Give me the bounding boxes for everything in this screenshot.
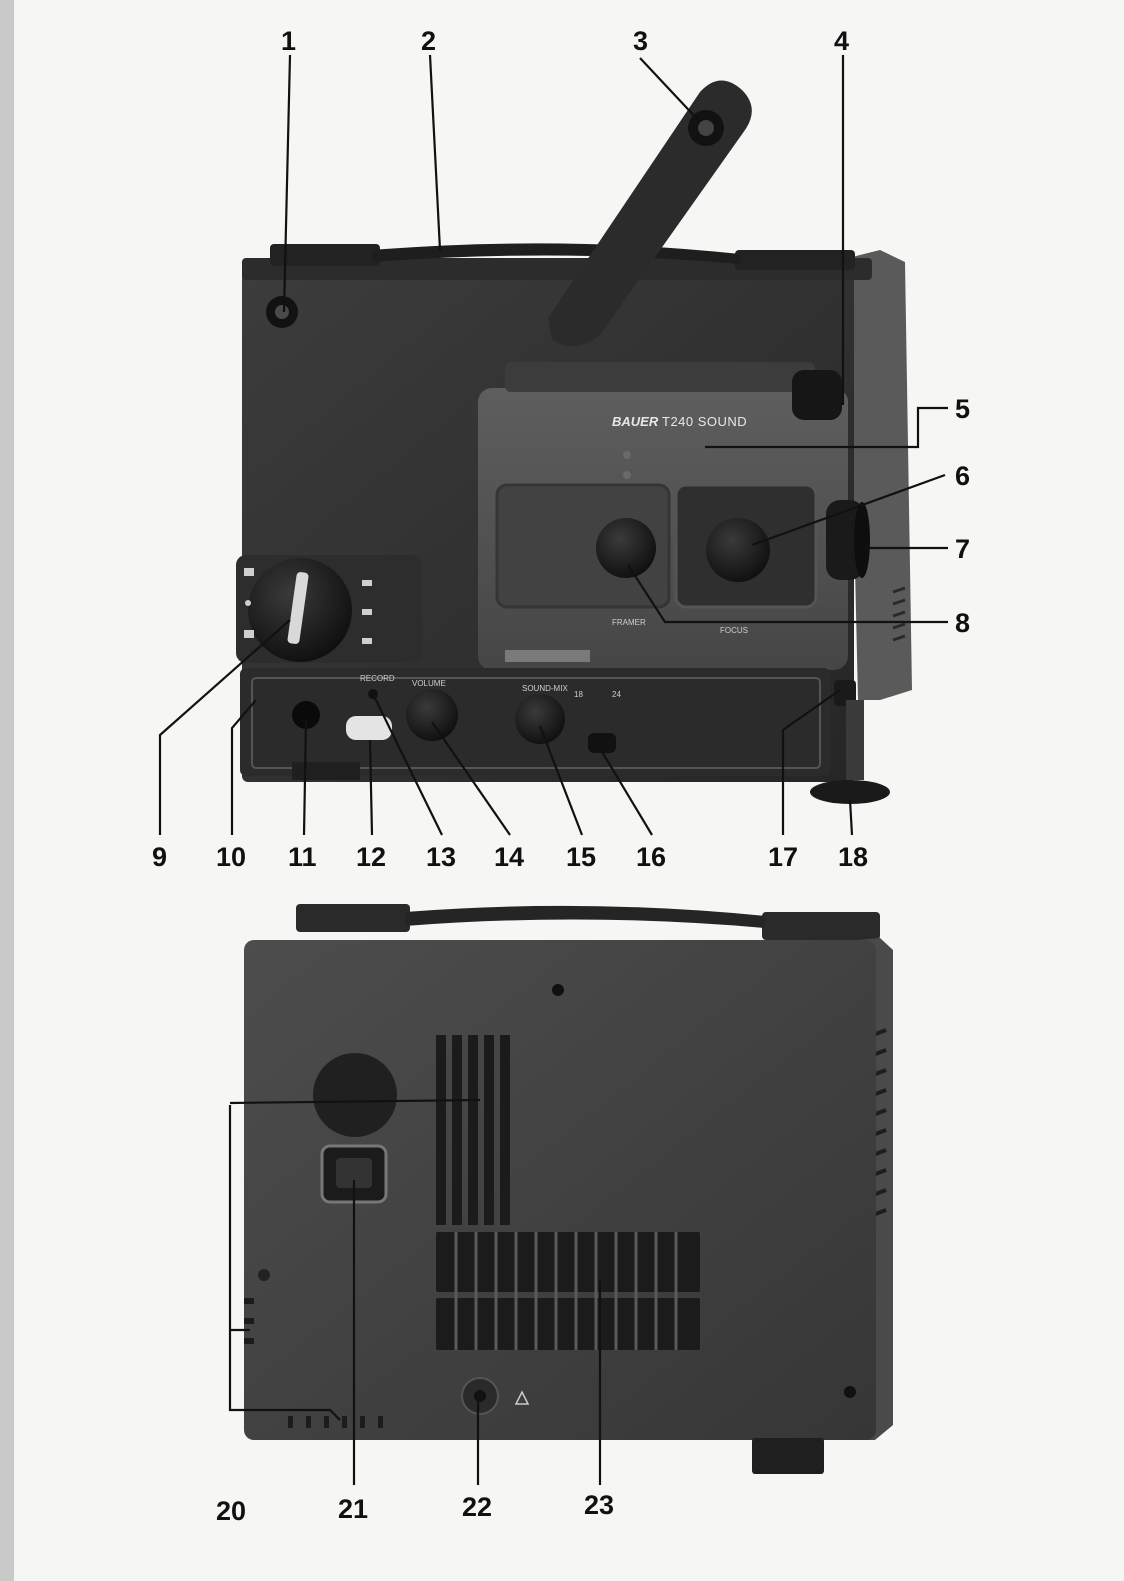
speaker-grille	[313, 1053, 397, 1137]
speed-24-label: 24	[612, 690, 621, 699]
callout-14: 14	[494, 842, 524, 872]
lamp-door-knob	[792, 370, 842, 420]
back-handle-left	[296, 904, 410, 932]
callout-4: 4	[834, 26, 849, 56]
record-label: RECORD	[360, 674, 395, 683]
callout-7: 7	[955, 534, 970, 564]
back-screw-bottom	[844, 1386, 856, 1398]
callout-2: 2	[421, 26, 436, 56]
volume-knob[interactable]	[406, 689, 458, 741]
callout-9: 9	[152, 842, 167, 872]
front-foot	[292, 762, 360, 780]
callout-11: 11	[288, 842, 317, 872]
framer-label: FRAMER	[612, 618, 646, 627]
callout-20: 20	[216, 1496, 246, 1526]
projector-front-view: BAUER T240 SOUND FRAMER FOCUS	[236, 80, 912, 804]
callout-17: 17	[768, 842, 798, 872]
callout-22: 22	[462, 1492, 492, 1522]
back-handle-right	[762, 912, 880, 940]
callout-21: 21	[338, 1494, 368, 1524]
callout-1: 1	[281, 26, 296, 56]
callout-5: 5	[955, 394, 970, 424]
callout-15: 15	[566, 842, 596, 872]
callout-6: 6	[955, 461, 970, 491]
callout-23: 23	[584, 1490, 614, 1520]
callout-8: 8	[955, 608, 970, 638]
focus-knob[interactable]	[706, 518, 770, 582]
callout-10: 10	[216, 842, 246, 872]
model-label: T240 SOUND	[662, 414, 747, 429]
handle-right-mount	[735, 250, 855, 270]
callout-13: 13	[426, 842, 456, 872]
callout-3: 3	[633, 26, 648, 56]
rear-foot	[752, 1438, 824, 1474]
volume-label: VOLUME	[412, 679, 446, 688]
side-panel	[848, 250, 912, 700]
back-screw-top	[552, 984, 564, 996]
callout-16: 16	[636, 842, 666, 872]
sound-mix-label: SOUND-MIX	[522, 684, 568, 693]
framer-knob[interactable]	[596, 518, 656, 578]
sound-mix-knob[interactable]	[515, 694, 565, 744]
brand-label: BAUER	[612, 414, 659, 429]
callout-18: 18	[838, 842, 868, 872]
back-carry-handle	[405, 906, 765, 928]
speed-18-label: 18	[574, 690, 583, 699]
projector-back-view	[244, 904, 893, 1474]
focus-label: FOCUS	[720, 626, 748, 635]
callout-12: 12	[356, 842, 386, 872]
